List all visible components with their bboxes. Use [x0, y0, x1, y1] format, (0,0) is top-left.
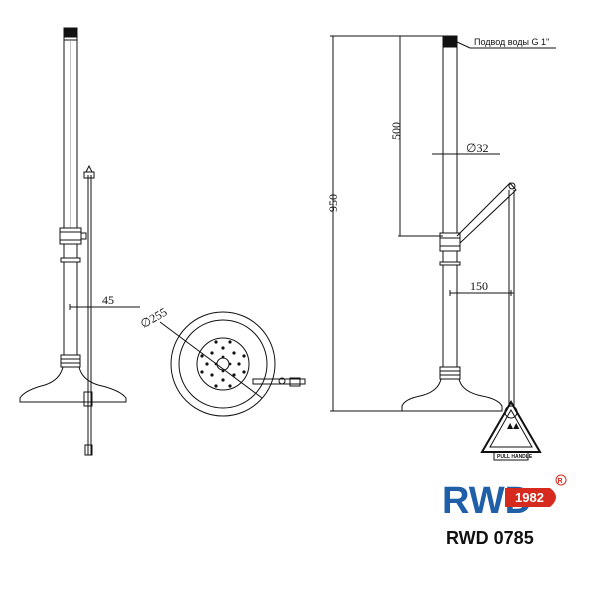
front-top-fitting [442, 35, 458, 48]
dim-pipe-diameter: ∅32 [466, 141, 488, 155]
logo-year: 1982 [515, 490, 544, 505]
brand-logo: RWD 1982 R [442, 474, 567, 522]
side-view: 45 [19, 27, 140, 456]
top-handle-bar [252, 378, 306, 385]
front-shower-head [401, 378, 503, 412]
support-arm [456, 182, 517, 244]
dim-pipe-length: 500 [389, 122, 403, 140]
water-inlet-label: Подвод воды G 1" [474, 37, 549, 47]
svg-text:R: R [558, 478, 563, 485]
model-name: RWD 0785 [446, 528, 534, 548]
svg-text:▲▲: ▲▲ [507, 421, 520, 430]
head-outer-circle [170, 311, 276, 417]
dim-handle-offset: 150 [470, 279, 488, 293]
dim-side-offset: 45 [102, 293, 114, 307]
side-coupling [59, 227, 82, 245]
front-coupling [439, 232, 461, 252]
dim-total-height: 950 [326, 194, 340, 212]
side-top-fitting [63, 27, 78, 38]
top-view: ∅255 [138, 305, 306, 417]
side-shower-head [19, 366, 127, 403]
pull-handle-label: PULL HANDLE [497, 454, 533, 460]
front-view: Подвод воды G 1" ∅32 [326, 35, 556, 461]
dim-head-diameter: ∅255 [138, 305, 170, 331]
